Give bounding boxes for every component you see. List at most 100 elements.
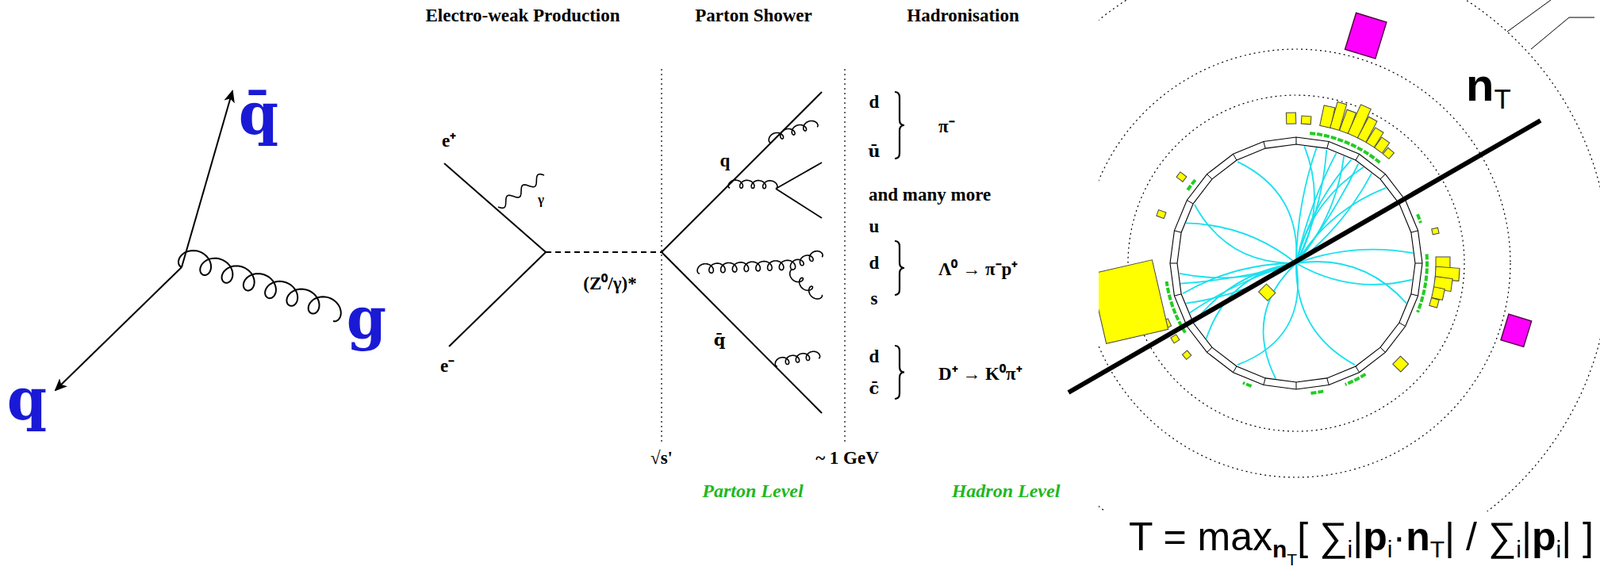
calorimeter-tower [1098,260,1169,345]
chamber-segment [1233,366,1238,373]
tower-block [1176,172,1187,182]
particle-label: π⁻ [938,112,956,139]
stage-divider [660,69,662,443]
antiquark-line [661,252,822,414]
formula-part: | / ∑ [1444,514,1516,560]
chamber-segment [1207,347,1213,353]
tower-block [1431,287,1446,301]
photon-line [498,174,545,209]
formula-part: T [1493,83,1511,115]
curly-brace [894,92,905,159]
stage-heading: Electro-weak Production [425,5,620,27]
formula-part: i [1387,536,1393,563]
tower-block [1285,112,1296,124]
formula-part: i [1515,536,1522,563]
em-hits [1309,391,1324,394]
chamber-segment [1174,294,1182,296]
particle-track [1206,263,1297,339]
formula-part: [ ∑ [1296,514,1347,560]
quark-line [775,188,822,219]
calorimeter-tower [1300,115,1312,125]
particle-label: D⁺ → K⁰π⁺ [938,360,1023,386]
tower-block [1300,115,1312,125]
particle-label: (Z⁰/γ)* [583,269,637,296]
chamber-segment [1263,141,1266,149]
electron-line [444,163,546,253]
tower-block [1429,298,1439,308]
calorimeter-tower [1382,147,1394,159]
calorimeter-tower [1285,112,1296,124]
formula-part: T [1430,536,1445,563]
gluon-line [775,351,820,367]
particle-track [1296,263,1355,365]
chamber-segment [1411,294,1419,296]
calorimeter-tower [1176,172,1187,182]
calorimeter-tower [1431,287,1446,301]
gluon-line [790,269,823,300]
quark-line [661,92,822,253]
chamber-segment [1327,378,1329,386]
parton-label: g [346,284,387,353]
gluon-line [178,250,342,322]
scale-label: ~ 1 GeV [815,448,879,469]
formula-part: · [1392,514,1406,560]
quark-arrow [55,267,182,391]
calorimeter-tower [1258,283,1276,301]
calorimeter-tower [1156,210,1167,219]
em-hits [1417,214,1421,223]
level-label: Parton Level [702,480,803,503]
curly-brace [894,345,905,400]
level-label: Hadron Level [951,480,1061,503]
formula-part: | [1521,514,1532,560]
particle-label: d [869,346,880,368]
detector-edge [1507,0,1595,50]
formula-part: T = max [1128,514,1273,560]
feynman-diagram [444,69,905,443]
em-hits [1187,179,1196,191]
thrust-axis-label: nT [1465,61,1512,114]
chamber-segment [1233,153,1238,161]
calorimeter-tower [1429,298,1439,308]
quark-line [775,162,822,189]
calorimeter-tower [1181,350,1191,360]
tower-block [1392,356,1409,373]
propagator-line [545,251,662,254]
em-hits [1417,253,1428,312]
formula-part: i [1347,536,1354,563]
particle-label: s [870,288,879,310]
particle-track [1237,161,1297,264]
formula-part: n [1465,58,1494,111]
tower-block [1382,147,1394,159]
tower-block [1170,334,1180,344]
stage-heading: Hadronisation [906,5,1019,27]
formula-part: | ] [1561,514,1594,560]
tower-block [1156,210,1167,219]
chamber-segment [1296,137,1297,145]
thrust-axis [1068,120,1541,393]
gluon-line [697,260,796,274]
particle-track [1296,263,1413,285]
particle-label: and many more [868,184,991,206]
chamber-segment [1186,200,1194,205]
chamber-segment [1355,366,1360,373]
particle-track [1296,145,1315,264]
chamber-segment [1380,174,1386,180]
positron-line [448,252,546,347]
particle-label: c̄ [869,378,880,399]
tower-block [1181,350,1191,360]
em-hits [1345,374,1366,385]
thrust-formula: T = maxnT[ ∑i|pi·nT| / ∑i|pi| ] [1128,517,1594,568]
particle-label: Λ⁰ → π⁻p⁺ [938,255,1018,281]
parton-label: q̄ [238,80,279,148]
tower-block [1431,227,1439,235]
quark-arrow [181,91,233,268]
formula-part: n [1272,536,1287,563]
formula-part: T [1286,550,1297,569]
gluon-line [768,120,818,143]
chamber-segment [1415,263,1423,265]
calorimeter-tower [1392,356,1409,373]
parton-label: q [7,365,47,434]
chamber-segment [1207,174,1213,180]
particle-label: ū [867,141,880,162]
particle-track [1185,222,1297,264]
